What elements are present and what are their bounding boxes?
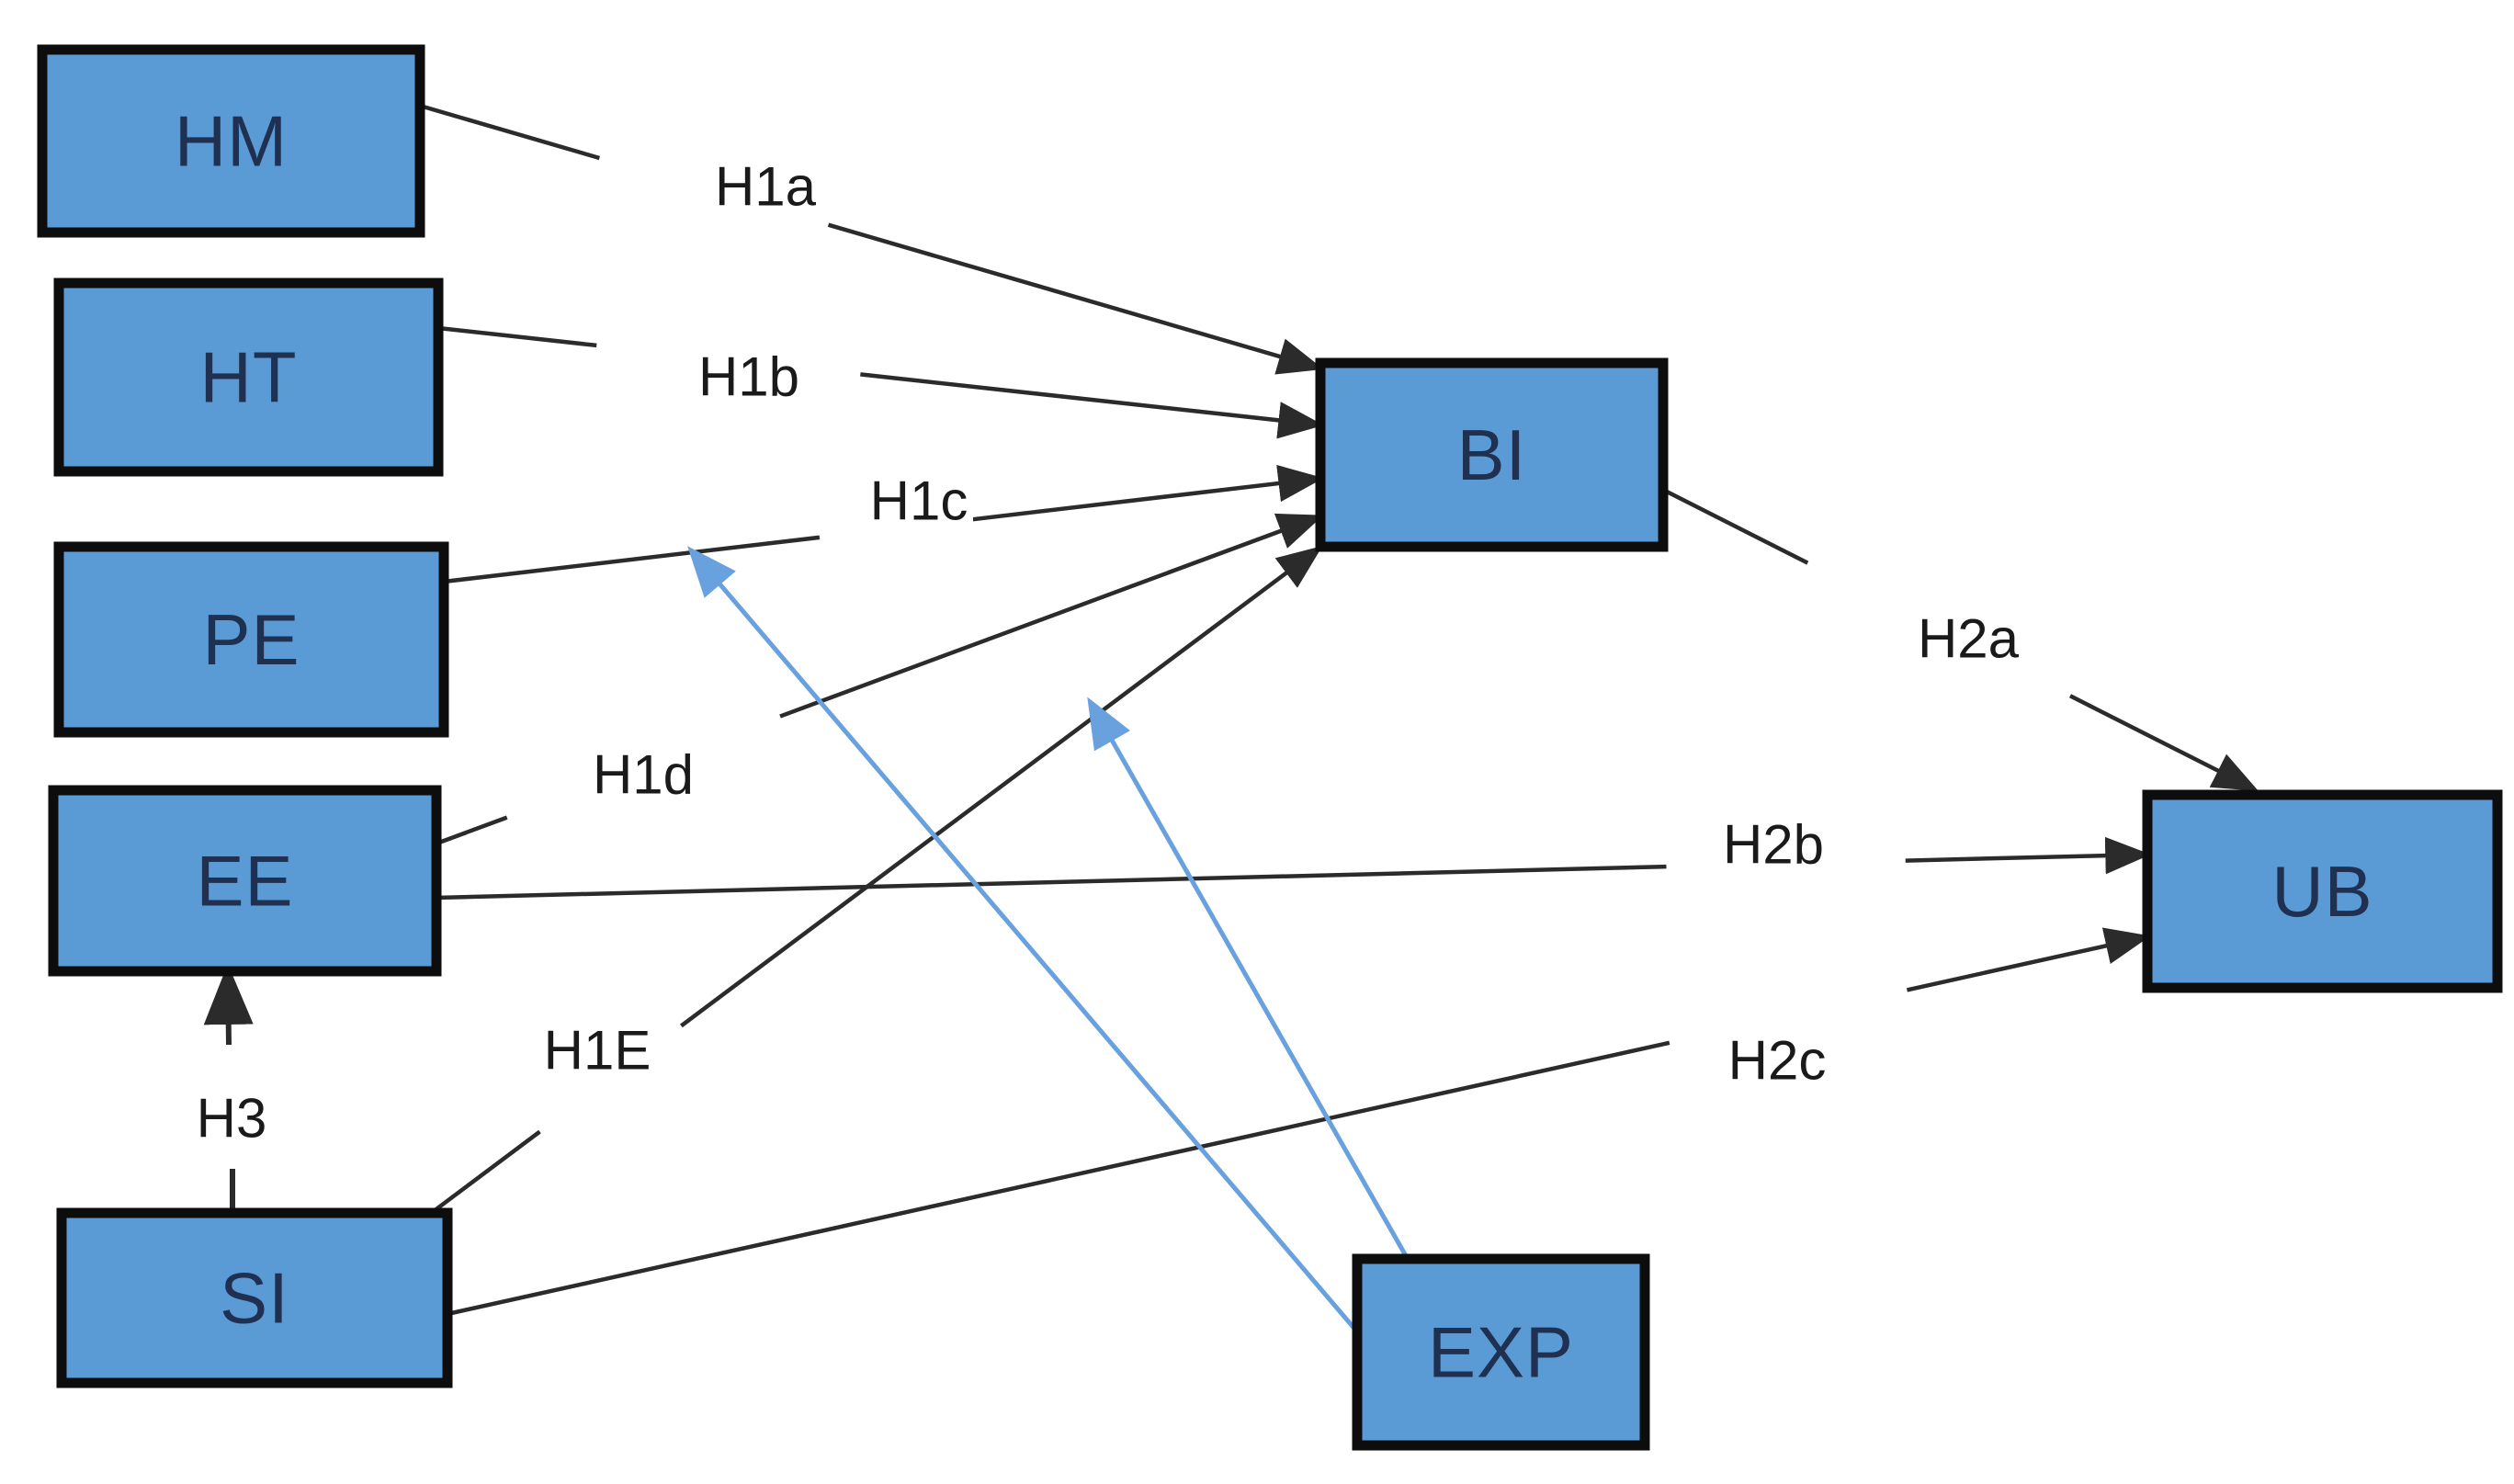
edge-SI-BI-segment-2 <box>680 545 1323 1028</box>
edge-SI-BI-segment-1 <box>432 1129 541 1213</box>
edge-label-H1c-text: H1c <box>870 470 968 532</box>
edge-label-H1c: H1c <box>865 470 973 532</box>
edges-layer <box>203 103 2259 1338</box>
edge-label-H2a-bg <box>1914 608 2022 669</box>
node-SI-box <box>56 1207 453 1388</box>
edge-EXP-moderates-SI-BI <box>1087 697 1411 1263</box>
edge-EE-BI-segment-1 <box>436 815 508 846</box>
nodes-layer: HM HT PE EE SI BI UB EXP <box>37 44 2503 1451</box>
edge-SI-EE-arrow <box>203 964 254 1046</box>
edge-label-H3: H3 <box>193 1088 270 1150</box>
edge-label-H1a: H1a <box>711 156 820 218</box>
edge-label-H3-bg <box>193 1088 270 1149</box>
edge-label-H1b-bg <box>695 346 803 407</box>
node-EE: EE <box>48 785 442 977</box>
edge-HM-BI-segment-2 <box>827 222 1324 375</box>
edge-label-H2b: H2b <box>1719 814 1828 876</box>
edge-label-H2b-bg <box>1719 814 1828 875</box>
node-HT: HT <box>53 278 444 477</box>
edge-HT-BI-segment-2 <box>860 372 1324 439</box>
node-BI-box <box>1315 357 1669 552</box>
node-HT-box <box>53 278 444 477</box>
node-UB: UB <box>2142 789 2503 993</box>
edge-HM-BI-segment-1 <box>419 103 601 161</box>
edge-label-H1b: H1b <box>695 346 803 408</box>
edge-EE-BI-segment-2 <box>779 513 1324 719</box>
edge-label-H1d-text: H1d <box>593 744 694 806</box>
node-HM: HM <box>37 44 425 238</box>
edge-label-H3-text: H3 <box>197 1088 267 1150</box>
edge-label-H1E: H1E <box>543 1020 651 1082</box>
node-PE-label: PE <box>202 599 300 680</box>
node-UB-box <box>2142 789 2503 993</box>
edge-SI-UB-segment-1 <box>447 1040 1670 1317</box>
edge-label-H1b-text: H1b <box>698 346 799 408</box>
edge-BI-UB-segment-2 <box>2068 694 2259 792</box>
edge-HT-BI-segment-1 <box>437 325 597 348</box>
edge-PE-BI-segment-1 <box>443 535 821 584</box>
node-EXP-box <box>1352 1253 1650 1451</box>
edge-EE-UB-segment-2 <box>1905 836 2151 875</box>
node-EXP: EXP <box>1352 1253 1650 1451</box>
node-EXP-label: EXP <box>1428 1312 1574 1393</box>
edge-label-H1a-bg <box>711 156 820 217</box>
edge-label-H2c-text: H2c <box>1728 1030 1827 1092</box>
node-HM-box <box>37 44 425 238</box>
edge-label-H2b-text: H2b <box>1723 814 1824 876</box>
edge-label-H2c-bg <box>1723 1030 1831 1091</box>
edge-label-H1E-bg <box>543 1020 651 1081</box>
edge-BI-UB-segment-1 <box>1661 487 1809 565</box>
edge-label-H2a-text: H2a <box>1918 608 2020 670</box>
node-HT-label: HT <box>200 337 298 418</box>
node-UB-label: UB <box>2271 851 2372 932</box>
edge-label-H1a-text: H1a <box>715 156 817 218</box>
node-EE-label: EE <box>196 841 293 922</box>
edge-label-H1d-bg <box>589 744 697 805</box>
node-PE-box <box>53 541 449 738</box>
edge-PE-BI-segment-2 <box>968 464 1324 523</box>
node-BI: BI <box>1315 357 1669 552</box>
edge-label-H1E-text: H1E <box>544 1020 651 1082</box>
node-BI-label: BI <box>1457 414 1527 495</box>
node-SI-label: SI <box>220 1258 289 1339</box>
edge-label-H2a: H2a <box>1914 608 2022 670</box>
edge-label-H1d: H1d <box>589 744 697 806</box>
edge-label-H1c-bg <box>865 470 973 531</box>
edge-EXP-moderates-PE-BI <box>687 546 1363 1338</box>
node-HM-label: HM <box>175 101 288 182</box>
edge-label-H2c: H2c <box>1723 1030 1831 1092</box>
node-SI: SI <box>56 1207 453 1388</box>
edge-SI-UB-segment-2 <box>1906 927 2151 992</box>
node-PE: PE <box>53 541 449 738</box>
edge-EE-UB-segment-1 <box>436 864 1667 901</box>
node-EE-box <box>48 785 442 977</box>
